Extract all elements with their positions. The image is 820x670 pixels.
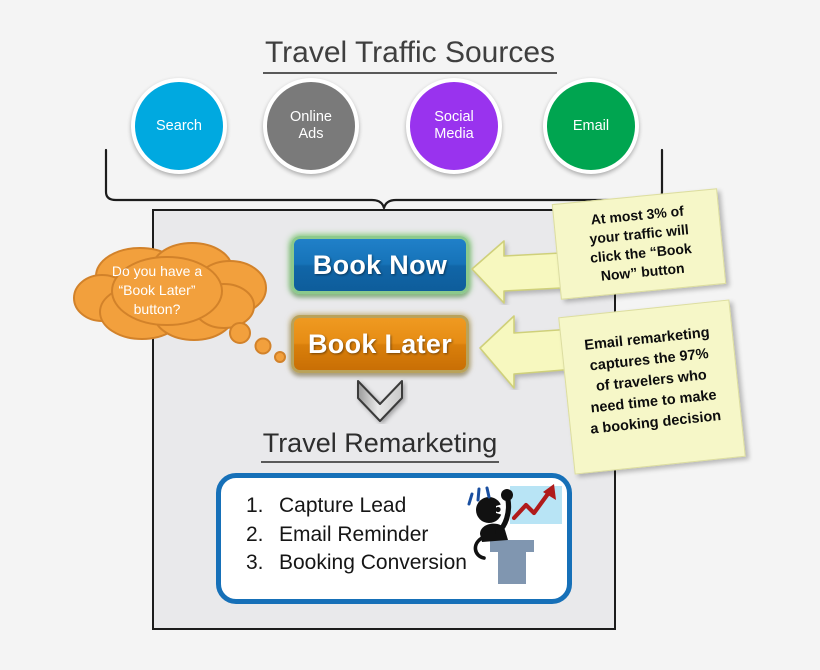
- source-label-line1: Search: [156, 117, 202, 134]
- step-number: 1.: [246, 494, 264, 517]
- sticky-note-book-now: At most 3% of your traffic will click th…: [551, 188, 727, 300]
- list-item: 2. Email Reminder: [246, 521, 486, 550]
- presenter-chart-icon: [458, 478, 566, 590]
- source-label-line1: Social: [434, 109, 474, 125]
- source-label-line1: Email: [572, 117, 610, 134]
- list-item: 3. Booking Conversion: [246, 549, 486, 578]
- page-title: Travel Traffic Sources: [0, 36, 820, 74]
- source-circle-online-ads[interactable]: Online Ads: [263, 78, 359, 174]
- remarketing-heading-text: Travel Remarketing: [260, 428, 500, 463]
- book-later-label: Book Later: [307, 328, 453, 359]
- book-now-label: Book Now: [312, 249, 448, 280]
- source-label-line2: Media: [434, 126, 474, 142]
- step-label: Email Reminder: [279, 522, 429, 546]
- book-later-button[interactable]: Book Later: [291, 315, 469, 373]
- source-label-line1: Online: [290, 109, 332, 125]
- list-item: 1. Capture Lead: [246, 492, 486, 521]
- remarketing-heading: Travel Remarketing: [160, 428, 600, 463]
- source-circle-email[interactable]: Email: [543, 78, 639, 174]
- page-title-text: Travel Traffic Sources: [262, 36, 558, 74]
- source-circle-social-media[interactable]: Social Media: [406, 78, 502, 174]
- thought-bubble: [72, 236, 292, 366]
- source-circle-search[interactable]: Search: [131, 78, 227, 174]
- book-now-button[interactable]: Book Now: [291, 236, 469, 294]
- source-label-line2: Ads: [298, 126, 324, 142]
- step-label: Capture Lead: [279, 494, 407, 517]
- step-number: 2.: [246, 522, 264, 546]
- remarketing-steps-list: 1. Capture Lead 2. Email Reminder 3. Boo…: [246, 492, 486, 578]
- step-number: 3.: [246, 551, 264, 574]
- step-label: Booking Conversion: [279, 551, 467, 574]
- chevron-down-icon: [352, 378, 408, 424]
